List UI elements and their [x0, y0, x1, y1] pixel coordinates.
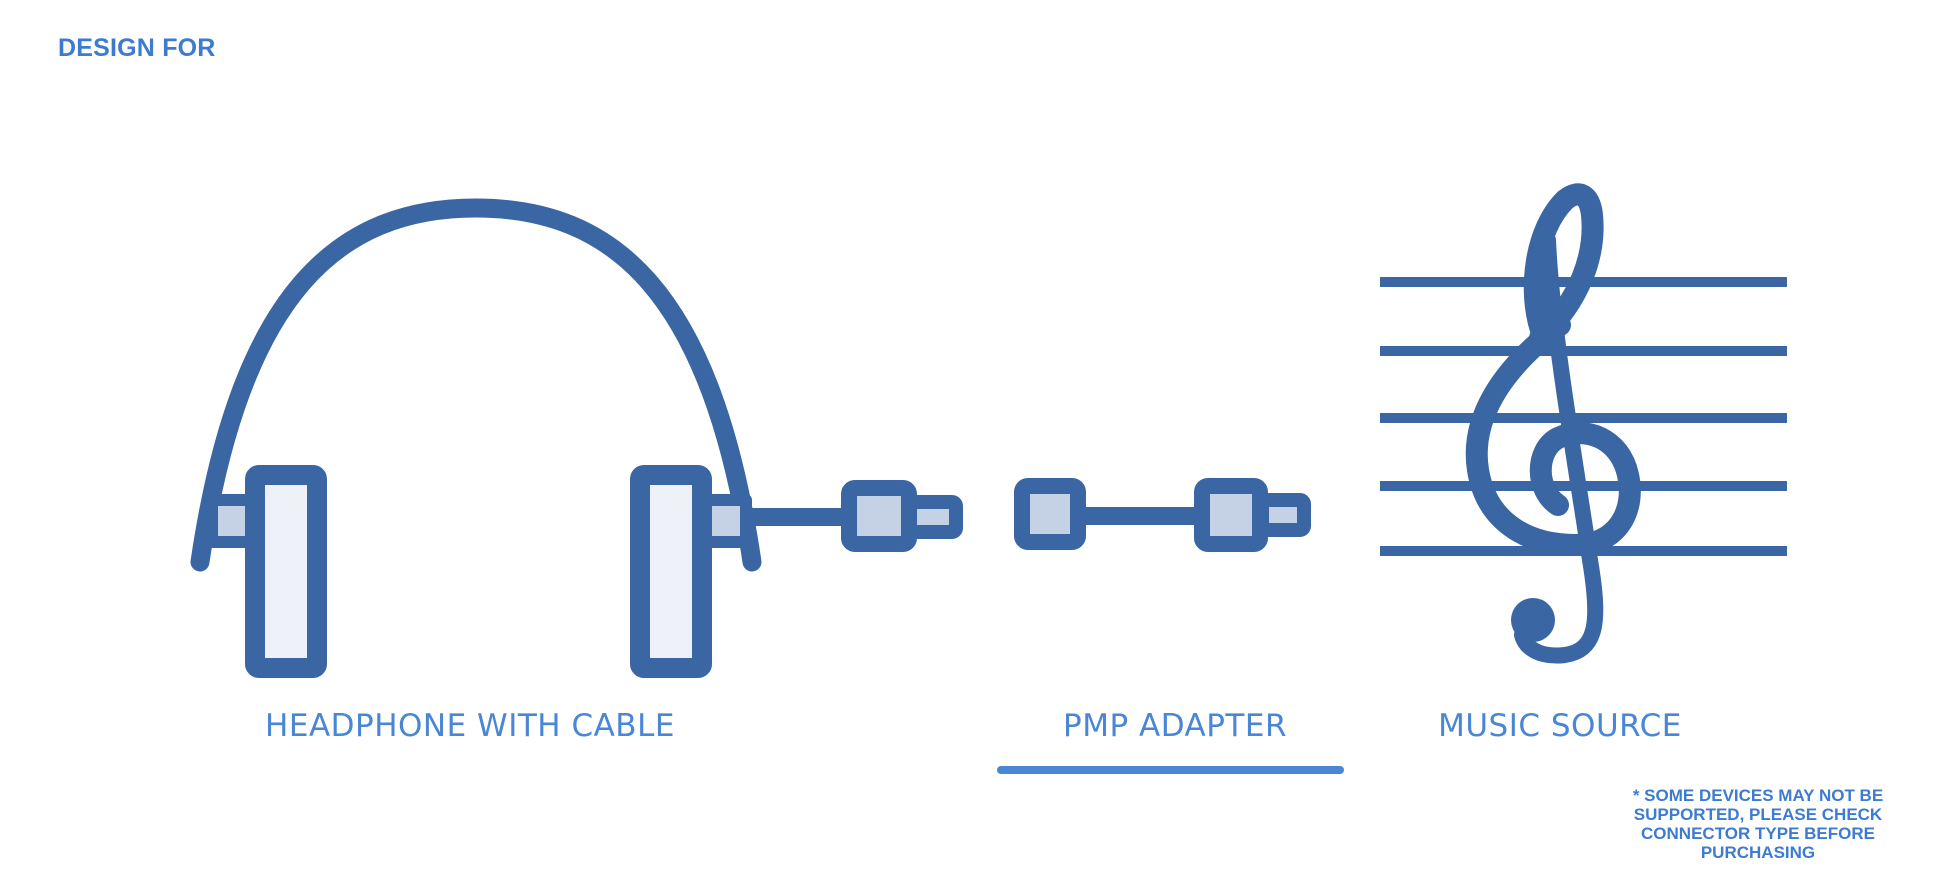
- headphone-icon[interactable]: [190, 198, 762, 678]
- left-ear-cup: [245, 465, 327, 678]
- headband: [190, 198, 762, 572]
- label-pmp-adapter[interactable]: PMP ADAPTER: [1063, 708, 1287, 744]
- headphone-cable-plug-icon: [743, 480, 963, 552]
- selected-item-underline: [997, 766, 1344, 774]
- adapter-left-plug: [1014, 478, 1086, 550]
- treble-clef-icon[interactable]: [1380, 183, 1787, 664]
- disclaimer-note: * SOME DEVICES MAY NOT BE SUPPORTED, PLE…: [1632, 786, 1884, 862]
- adapter-right-tip: [1255, 493, 1311, 537]
- adapter-cable-icon[interactable]: [1014, 478, 1311, 552]
- clef-shape: [1465, 183, 1641, 664]
- page-title: DESIGN FOR: [58, 34, 216, 62]
- right-ear-cup: [630, 465, 712, 678]
- label-headphone-with-cable[interactable]: HEADPHONE WITH CABLE: [265, 708, 675, 744]
- adapter-right-plug: [1194, 478, 1268, 552]
- label-music-source[interactable]: MUSIC SOURCE: [1438, 708, 1682, 744]
